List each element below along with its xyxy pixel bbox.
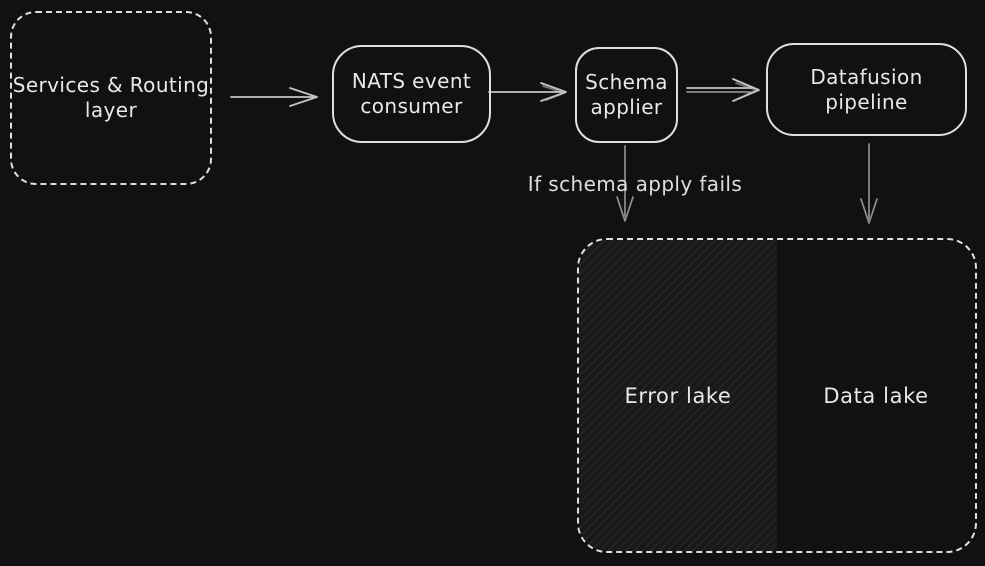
data-lake-region: Data lake	[777, 240, 975, 551]
arrow-services-to-nats	[231, 88, 317, 106]
schema-applier-node: Schema applier	[575, 47, 678, 143]
arrow-schema-to-datafusion	[687, 79, 759, 101]
lakes-container: Error lake Data lake	[577, 238, 977, 553]
nats-event-consumer-label: NATS event consumer	[351, 69, 472, 118]
data-lake-label: Data lake	[823, 383, 929, 408]
schema-fail-edge-label: If schema apply fails	[527, 172, 743, 196]
nats-event-consumer-node: NATS event consumer	[332, 45, 491, 143]
arrow-datafusion-to-data-lake	[861, 144, 877, 223]
services-routing-layer-node: Services & Routing layer	[10, 11, 212, 185]
error-lake-region: Error lake	[579, 240, 777, 551]
schema-applier-label: Schema applier	[585, 70, 668, 119]
arrow-nats-to-schema	[489, 83, 566, 101]
datafusion-pipeline-node: Datafusion pipeline	[766, 43, 967, 136]
services-routing-layer-label: Services & Routing layer	[12, 73, 210, 122]
error-lake-label: Error lake	[624, 383, 732, 408]
datafusion-pipeline-label: Datafusion pipeline	[810, 64, 923, 114]
